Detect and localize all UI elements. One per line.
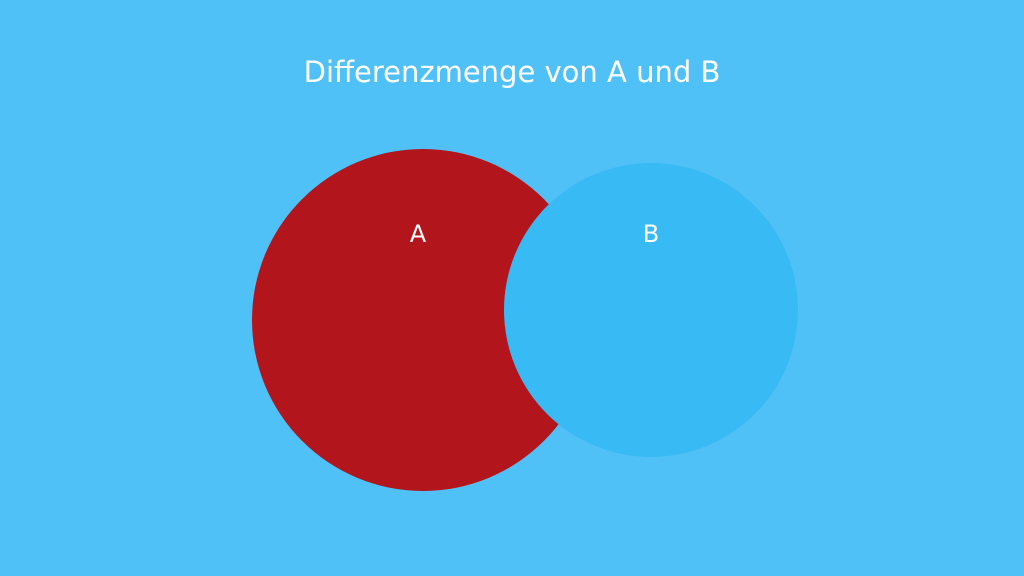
set-a-label: A [410,220,427,248]
set-b-label: B [643,220,659,248]
set-b-circle [504,163,798,457]
diagram-title: Differenzmenge von A und B [303,55,721,89]
set-a-circle [252,149,594,491]
